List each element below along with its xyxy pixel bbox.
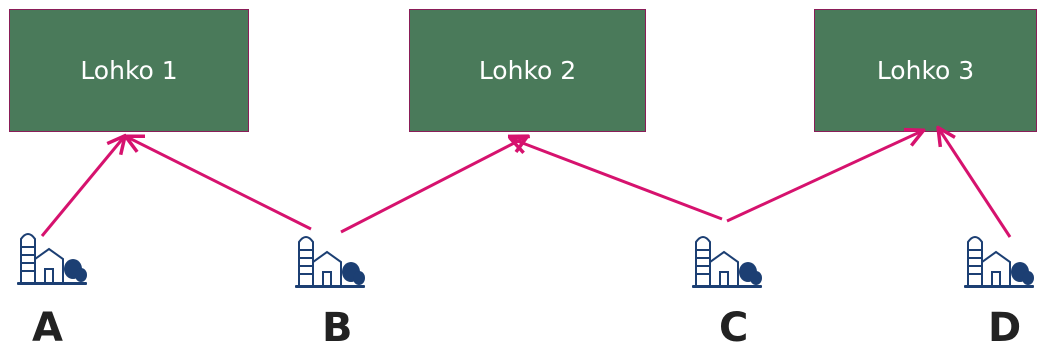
farm-silo-barn-icon [17, 233, 87, 285]
farm-silo-barn-icon [964, 236, 1034, 288]
farm-label-d: D [988, 305, 1022, 351]
farm-silo-barn-icon [295, 236, 365, 288]
block-label: Lohko 1 [80, 56, 178, 85]
link-d-to-lohko-3 [939, 129, 1012, 238]
link-c-to-lohko-3 [726, 131, 922, 223]
farm-label-b: B [322, 305, 353, 351]
link-b-to-lohko-1 [127, 137, 312, 231]
block-label: Lohko 3 [876, 56, 975, 85]
farm-silo-barn-icon [692, 236, 762, 288]
link-a-to-lohko-1 [40, 137, 124, 237]
link-c-to-lohko-2 [512, 139, 723, 221]
farm-label-a: A [32, 305, 63, 351]
block-lohko-3: Lohko 3 [814, 9, 1037, 132]
farm-label-c: C [719, 305, 749, 351]
link-b-to-lohko-2 [340, 137, 526, 234]
block-lohko-2: Lohko 2 [409, 9, 646, 132]
block-label: Lohko 2 [478, 56, 577, 85]
block-lohko-1: Lohko 1 [9, 9, 249, 132]
